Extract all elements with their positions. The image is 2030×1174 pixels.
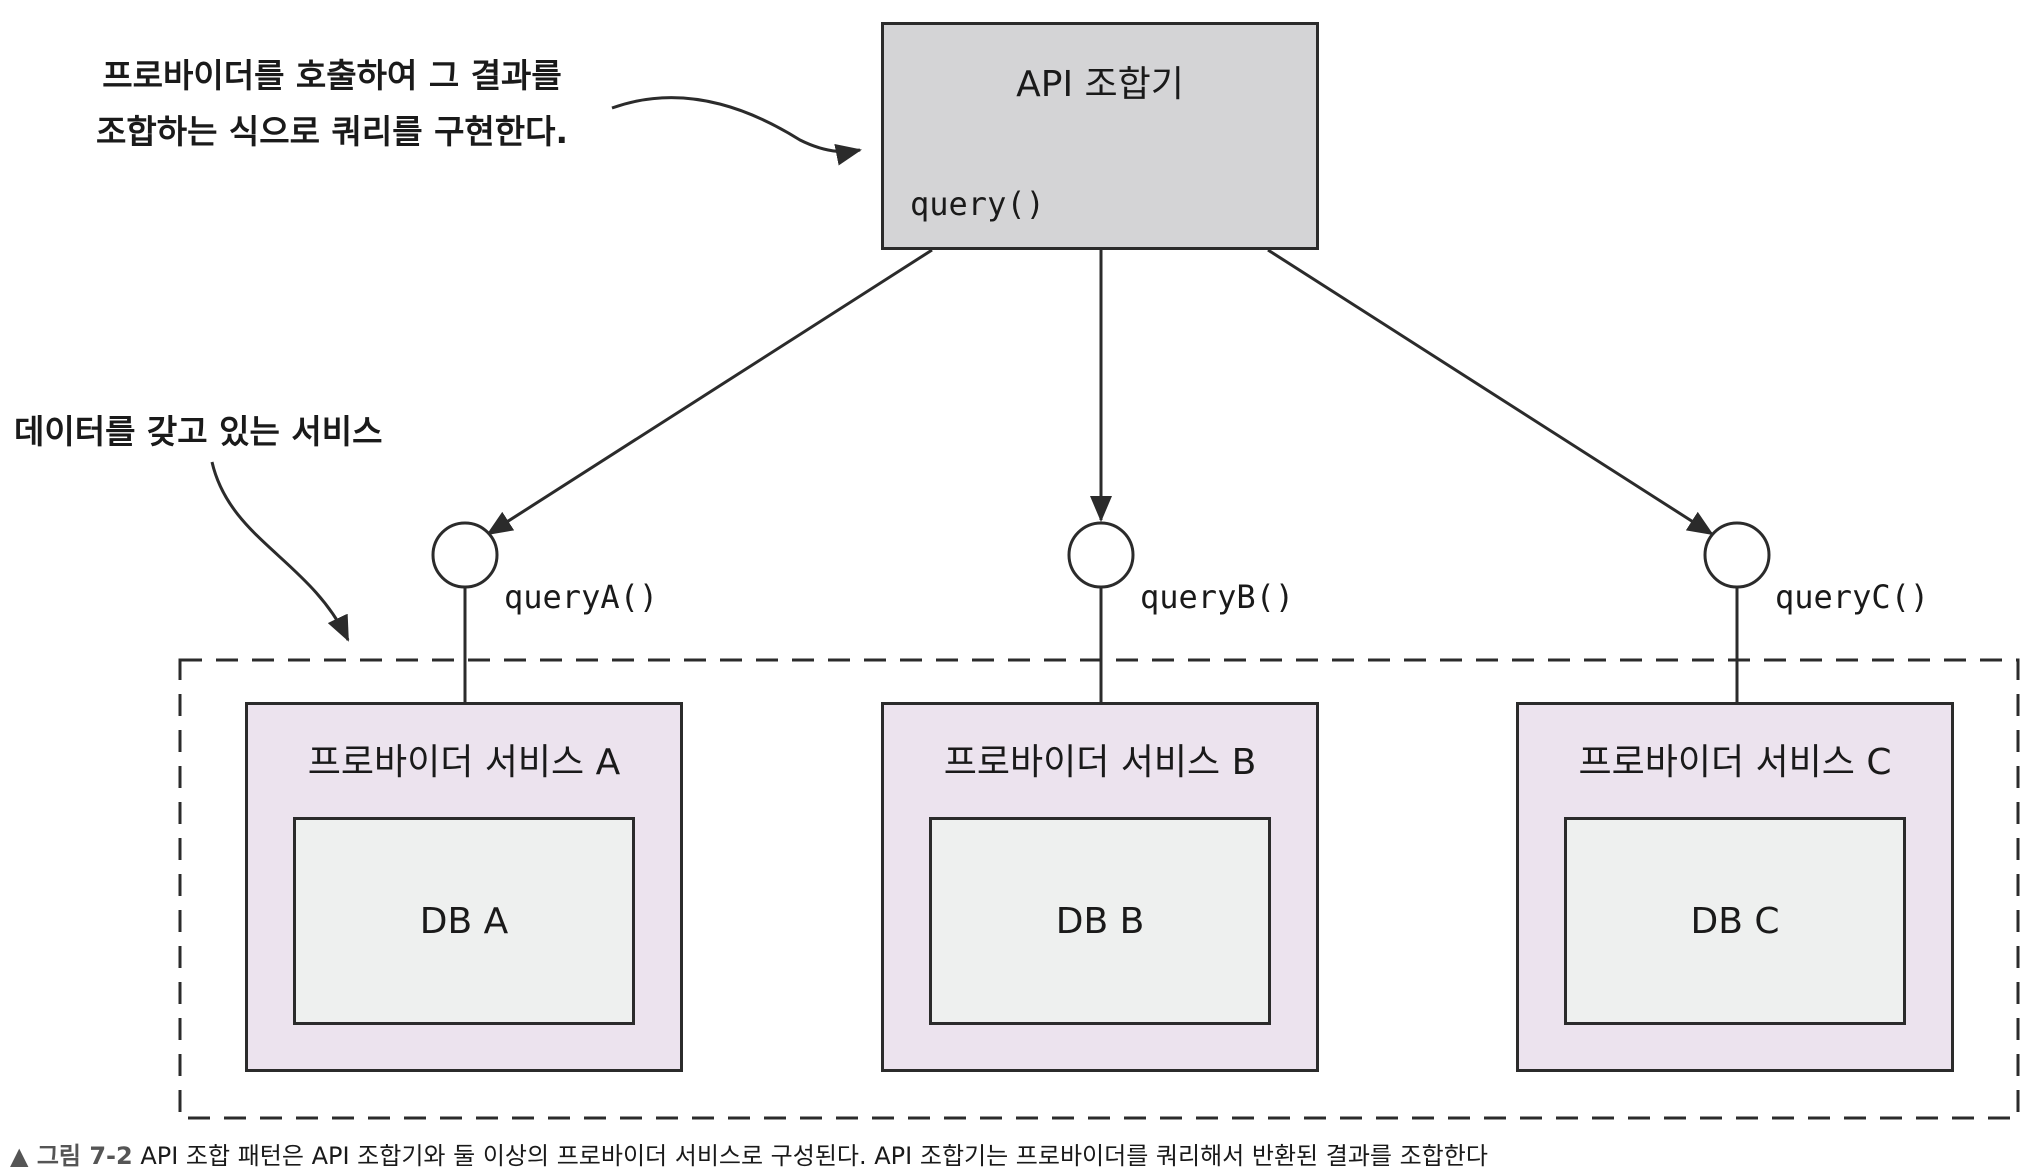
database-a: DB A (293, 817, 635, 1025)
figure-caption-text: API 조합 패턴은 API 조합기와 둘 이상의 프로바이더 서비스로 구성된… (140, 1142, 1488, 1170)
database-b: DB B (929, 817, 1271, 1025)
api-composer-box: API 조합기 query() (881, 22, 1319, 250)
api-composer-query-method: query() (910, 185, 1045, 223)
arrow-to-service-a (486, 248, 933, 536)
aggregator-note-arrow (611, 96, 862, 166)
endpoint-label-b: queryB() (1140, 578, 1295, 616)
database-a-label: DB A (419, 900, 509, 942)
database-b-label: DB B (1055, 900, 1145, 942)
aggregator-note-line2: 조합하는 식으로 쿼리를 구현한다. (96, 112, 569, 151)
arrow-to-service-c (1267, 248, 1714, 536)
provider-service-a-title: 프로바이더 서비스 A (307, 742, 621, 783)
provider-service-c-title: 프로바이더 서비스 C (1578, 742, 1892, 783)
aggregator-note: 프로바이더를 호출하여 그 결과를 조합하는 식으로 쿼리를 구현한다. (96, 48, 568, 160)
provider-service-b-title: 프로바이더 서비스 B (943, 742, 1257, 783)
database-c: DB C (1564, 817, 1906, 1025)
services-note: 데이터를 갖고 있는 서비스 (14, 412, 383, 451)
database-c-label: DB C (1690, 900, 1780, 942)
figure-caption: ▲ 그림 7-2 API 조합 패턴은 API 조합기와 둘 이상의 프로바이더… (10, 1136, 1488, 1171)
services-boundary (178, 658, 2020, 1120)
aggregator-note-line1: 프로바이더를 호출하여 그 결과를 (102, 56, 562, 95)
api-composer-title: API 조합기 (1016, 64, 1184, 105)
endpoint-circle-a (431, 521, 499, 589)
services-note-arrow (210, 461, 350, 642)
endpoint-label-a: queryA() (504, 578, 659, 616)
figure-number: ▲ 그림 7-2 (10, 1142, 133, 1170)
provider-service-c: 프로바이더 서비스 C DB C (1516, 702, 1954, 1072)
endpoint-circle-b (1067, 521, 1135, 589)
provider-service-b: 프로바이더 서비스 B DB B (881, 702, 1319, 1072)
provider-service-a: 프로바이더 서비스 A DB A (245, 702, 683, 1072)
endpoint-label-c: queryC() (1775, 578, 1930, 616)
endpoint-circle-c (1703, 521, 1771, 589)
